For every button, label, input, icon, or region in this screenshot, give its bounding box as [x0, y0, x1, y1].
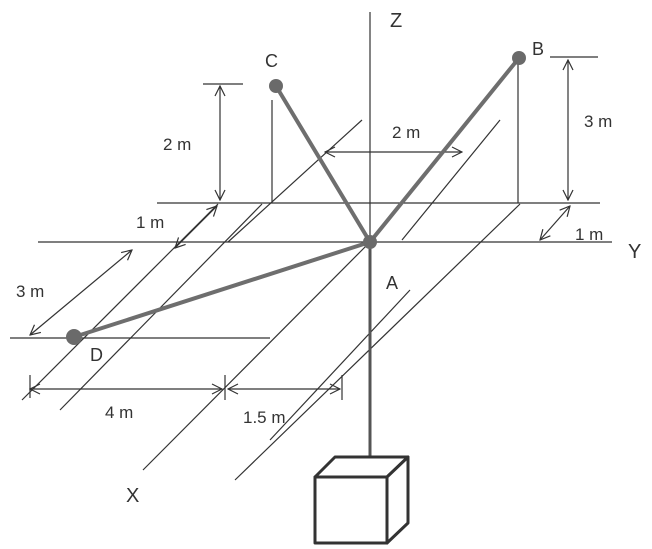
point-d [66, 329, 82, 345]
grid-diagonal [269, 289, 411, 441]
b-offset-label: 1 m [575, 225, 603, 244]
c-offset-arrow [175, 206, 217, 248]
cable-ab [368, 56, 521, 244]
d-offset-y-label: 3 m [16, 282, 44, 301]
grid-diagonal [234, 203, 521, 481]
cable-ac [274, 84, 372, 244]
point-b [512, 51, 526, 65]
y-axis-label: Y [628, 241, 641, 263]
cable-ad [72, 240, 372, 339]
x-axis [142, 241, 371, 471]
point-c-label: C [265, 51, 278, 71]
x-axis-label: X [126, 485, 139, 507]
point-d-label: D [90, 345, 103, 365]
d-offset-y-arrow [30, 250, 132, 335]
b-offset-arrow [540, 206, 570, 240]
c-offset-label: 1 m [136, 213, 164, 232]
z-axis-label: Z [390, 10, 402, 32]
point-b-label: B [532, 39, 544, 59]
d-offset-x-b-label: 1.5 m [243, 408, 286, 427]
d-offset-x-a-label: 4 m [105, 403, 133, 422]
back-plane-diagonal [227, 119, 363, 243]
point-c [269, 79, 283, 93]
back-plane-diagonal-2 [401, 119, 501, 241]
load-box [313, 455, 410, 545]
point-a-label: A [386, 273, 398, 293]
c-to-b-width-label: 2 m [392, 123, 420, 142]
b-height-label: 3 m [584, 112, 612, 131]
point-a [363, 235, 377, 249]
c-height-label: 2 m [163, 135, 191, 154]
